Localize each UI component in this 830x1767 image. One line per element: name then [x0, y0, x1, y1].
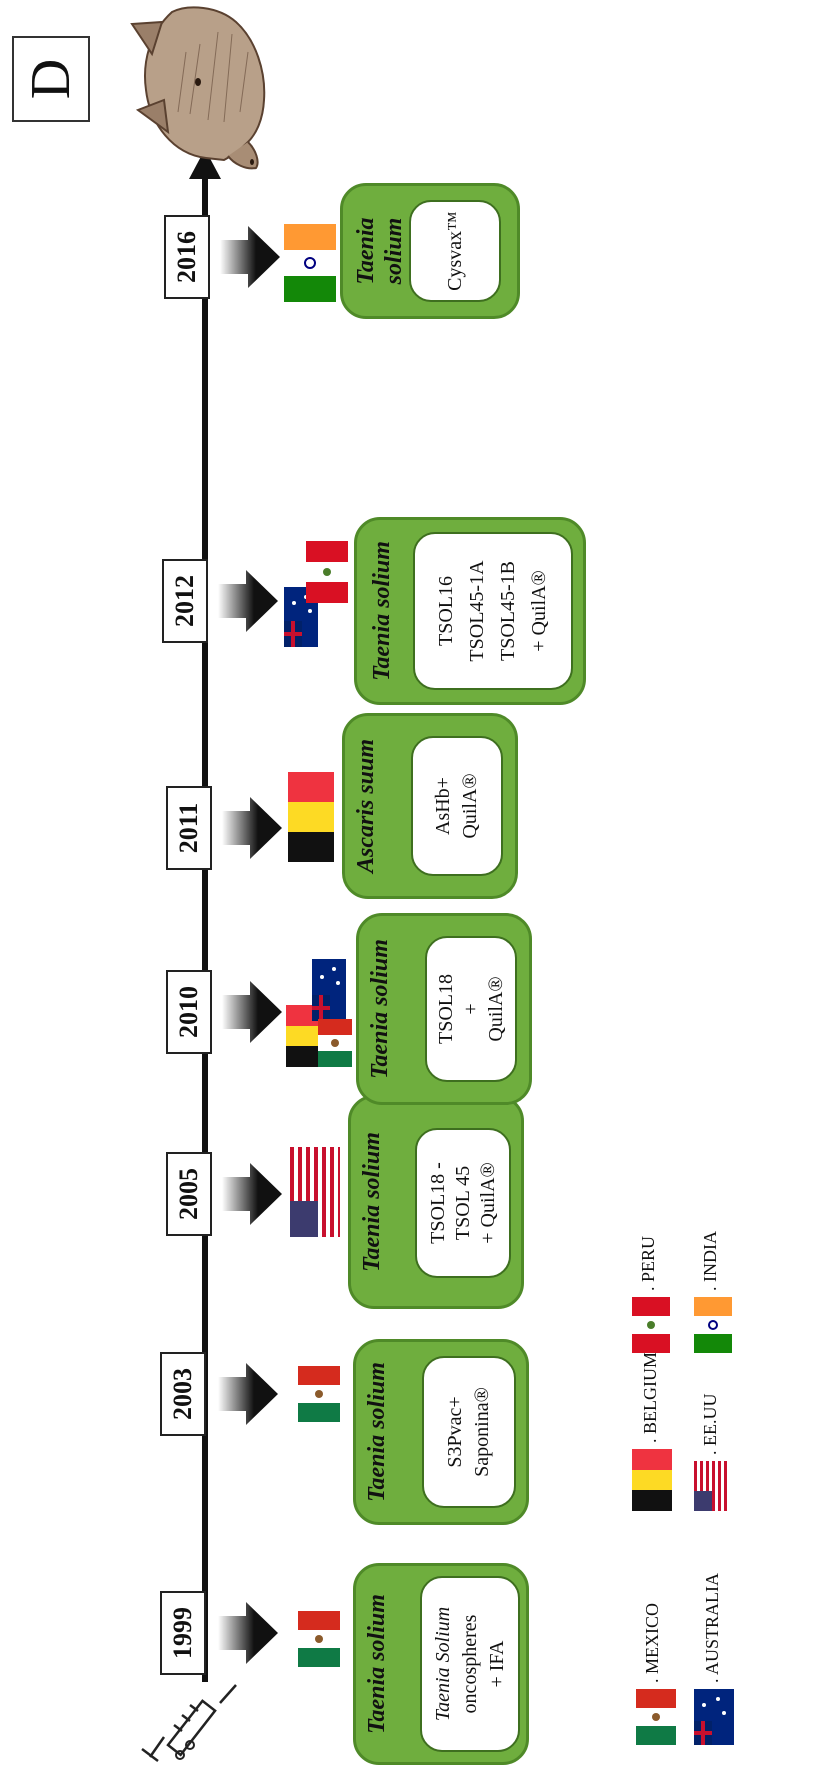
year-label: 2012 [162, 559, 208, 643]
organism-name: Taenia solium [364, 1594, 390, 1734]
antigen-line: TSOL45-1B [497, 561, 519, 662]
pig-head-icon [130, 6, 266, 170]
antigen-line: TSOL 45 [451, 1165, 474, 1241]
arrow-icon [222, 981, 282, 1043]
year-text: 2005 [174, 1168, 203, 1220]
flag-mexico [318, 1019, 352, 1067]
legend-flag-peru [632, 1297, 670, 1353]
year-label: 2005 [166, 1152, 212, 1236]
legend-label: . AUSTRALIA [702, 1572, 722, 1683]
antigen-line: TSOL18 - [426, 1162, 449, 1244]
year-text: 1999 [168, 1607, 197, 1659]
flag-australia [312, 959, 346, 1021]
legend-label: . INDIA [700, 1231, 720, 1291]
organism-name: Taenia solium [359, 1132, 385, 1272]
legend: . MEXICO . AUSTRALIA . BELGIUM . EE.UU [630, 987, 830, 1767]
antigen-box: Cysvax™ [409, 200, 501, 302]
arrow-icon [222, 1163, 282, 1225]
country-flags [298, 1611, 340, 1667]
arrow-icon [218, 570, 278, 632]
antigen-line: S3Pvac+ [444, 1396, 466, 1468]
organism-name: Ascaris suum [353, 738, 379, 874]
antigen-line: Cysvax™ [443, 211, 466, 291]
year-text: 2016 [172, 231, 201, 283]
arrow-icon [220, 226, 280, 288]
panel-label-text: D [20, 58, 82, 100]
flag-peru [306, 541, 348, 603]
antigen-line: Taenia Solium [431, 1606, 454, 1722]
year-text: 2011 [174, 802, 203, 854]
organism-name: Taenia solium [364, 1362, 390, 1502]
vaccine-card: Taenia solium Cysvax™ [340, 183, 520, 319]
year-label: 2016 [164, 215, 210, 299]
vaccine-card: Taenia solium Taenia Solium oncospheres … [353, 1563, 529, 1765]
legend-label: . BELGIUM [640, 1352, 660, 1443]
antigen-box: TSOL16 TSOL45-1A TSOL45-1B + QuilA® [413, 532, 573, 690]
antigen-box: TSOL18 + QuilA® [425, 936, 517, 1082]
year-label: 2010 [166, 970, 212, 1054]
vaccine-card: Taenia solium S3Pvac+ Saponina® [353, 1339, 529, 1525]
antigen-box: TSOL18 - TSOL 45 + QuilA® [415, 1128, 511, 1278]
legend-flag-belgium [632, 1449, 672, 1511]
antigen-line: TSOL45-1A [466, 560, 488, 662]
timeline-axis [202, 172, 208, 1682]
legend-flag-australia [694, 1689, 734, 1745]
antigen-line: QuilA® [484, 976, 507, 1042]
country-flags [290, 1147, 340, 1237]
organism-name: Taenia solium [353, 217, 407, 285]
antigen-line: QuilA® [459, 773, 481, 839]
country-flags [284, 224, 336, 302]
organism-name: Taenia solium [369, 541, 395, 681]
antigen-line: + QuilA® [528, 570, 550, 652]
arrow-icon [218, 1602, 278, 1664]
country-flags [298, 1366, 340, 1422]
country-flags [286, 957, 352, 1067]
syringe-icon [141, 1684, 237, 1762]
antigen-line: + IFA [485, 1640, 508, 1688]
antigen-line: AsHb+ [432, 777, 454, 835]
flag-belgium [288, 772, 334, 862]
year-label: 2003 [160, 1352, 206, 1436]
country-flags [288, 772, 334, 862]
antigen-line: TSOL18 [434, 974, 457, 1044]
antigen-line: + QuilA® [476, 1162, 499, 1244]
legend-label: . MEXICO [642, 1603, 662, 1683]
antigen-line: TSOL16 [435, 576, 457, 647]
vaccine-card: Taenia solium TSOL18 + QuilA® [356, 913, 532, 1105]
country-flags [284, 535, 350, 647]
legend-label: . PERU [638, 1235, 658, 1291]
arrow-icon [222, 797, 282, 859]
flag-usa [290, 1147, 340, 1237]
year-text: 2003 [168, 1368, 197, 1420]
vaccine-card: Ascaris suum AsHb+ QuilA® [342, 713, 518, 899]
antigen-box: S3Pvac+ Saponina® [422, 1356, 516, 1508]
antigen-line: + [459, 1003, 482, 1015]
legend-label: . EE.UU [700, 1393, 720, 1456]
vaccine-card: Taenia solium TSOL16 TSOL45-1A TSOL45-1B… [354, 517, 586, 705]
antigen-line: Saponina® [471, 1387, 493, 1477]
antigen-box: AsHb+ QuilA® [411, 736, 503, 876]
flag-india [284, 224, 336, 302]
year-text: 2010 [174, 986, 203, 1038]
organism-name: Taenia solium [367, 939, 393, 1079]
year-label: 1999 [160, 1591, 206, 1675]
legend-flag-mexico [636, 1689, 676, 1745]
legend-flag-india [694, 1297, 732, 1353]
antigen-box: Taenia Solium oncospheres + IFA [420, 1576, 520, 1752]
flag-mexico [298, 1611, 340, 1667]
arrow-icon [218, 1363, 278, 1425]
legend-flag-usa [694, 1461, 728, 1511]
panel-label: D [12, 36, 90, 122]
vaccine-card: Taenia solium TSOL18 - TSOL 45 + QuilA® [348, 1095, 524, 1309]
year-text: 2012 [170, 575, 199, 627]
antigen-line: oncospheres [458, 1614, 481, 1714]
flag-mexico [298, 1366, 340, 1422]
year-label: 2011 [166, 786, 212, 870]
